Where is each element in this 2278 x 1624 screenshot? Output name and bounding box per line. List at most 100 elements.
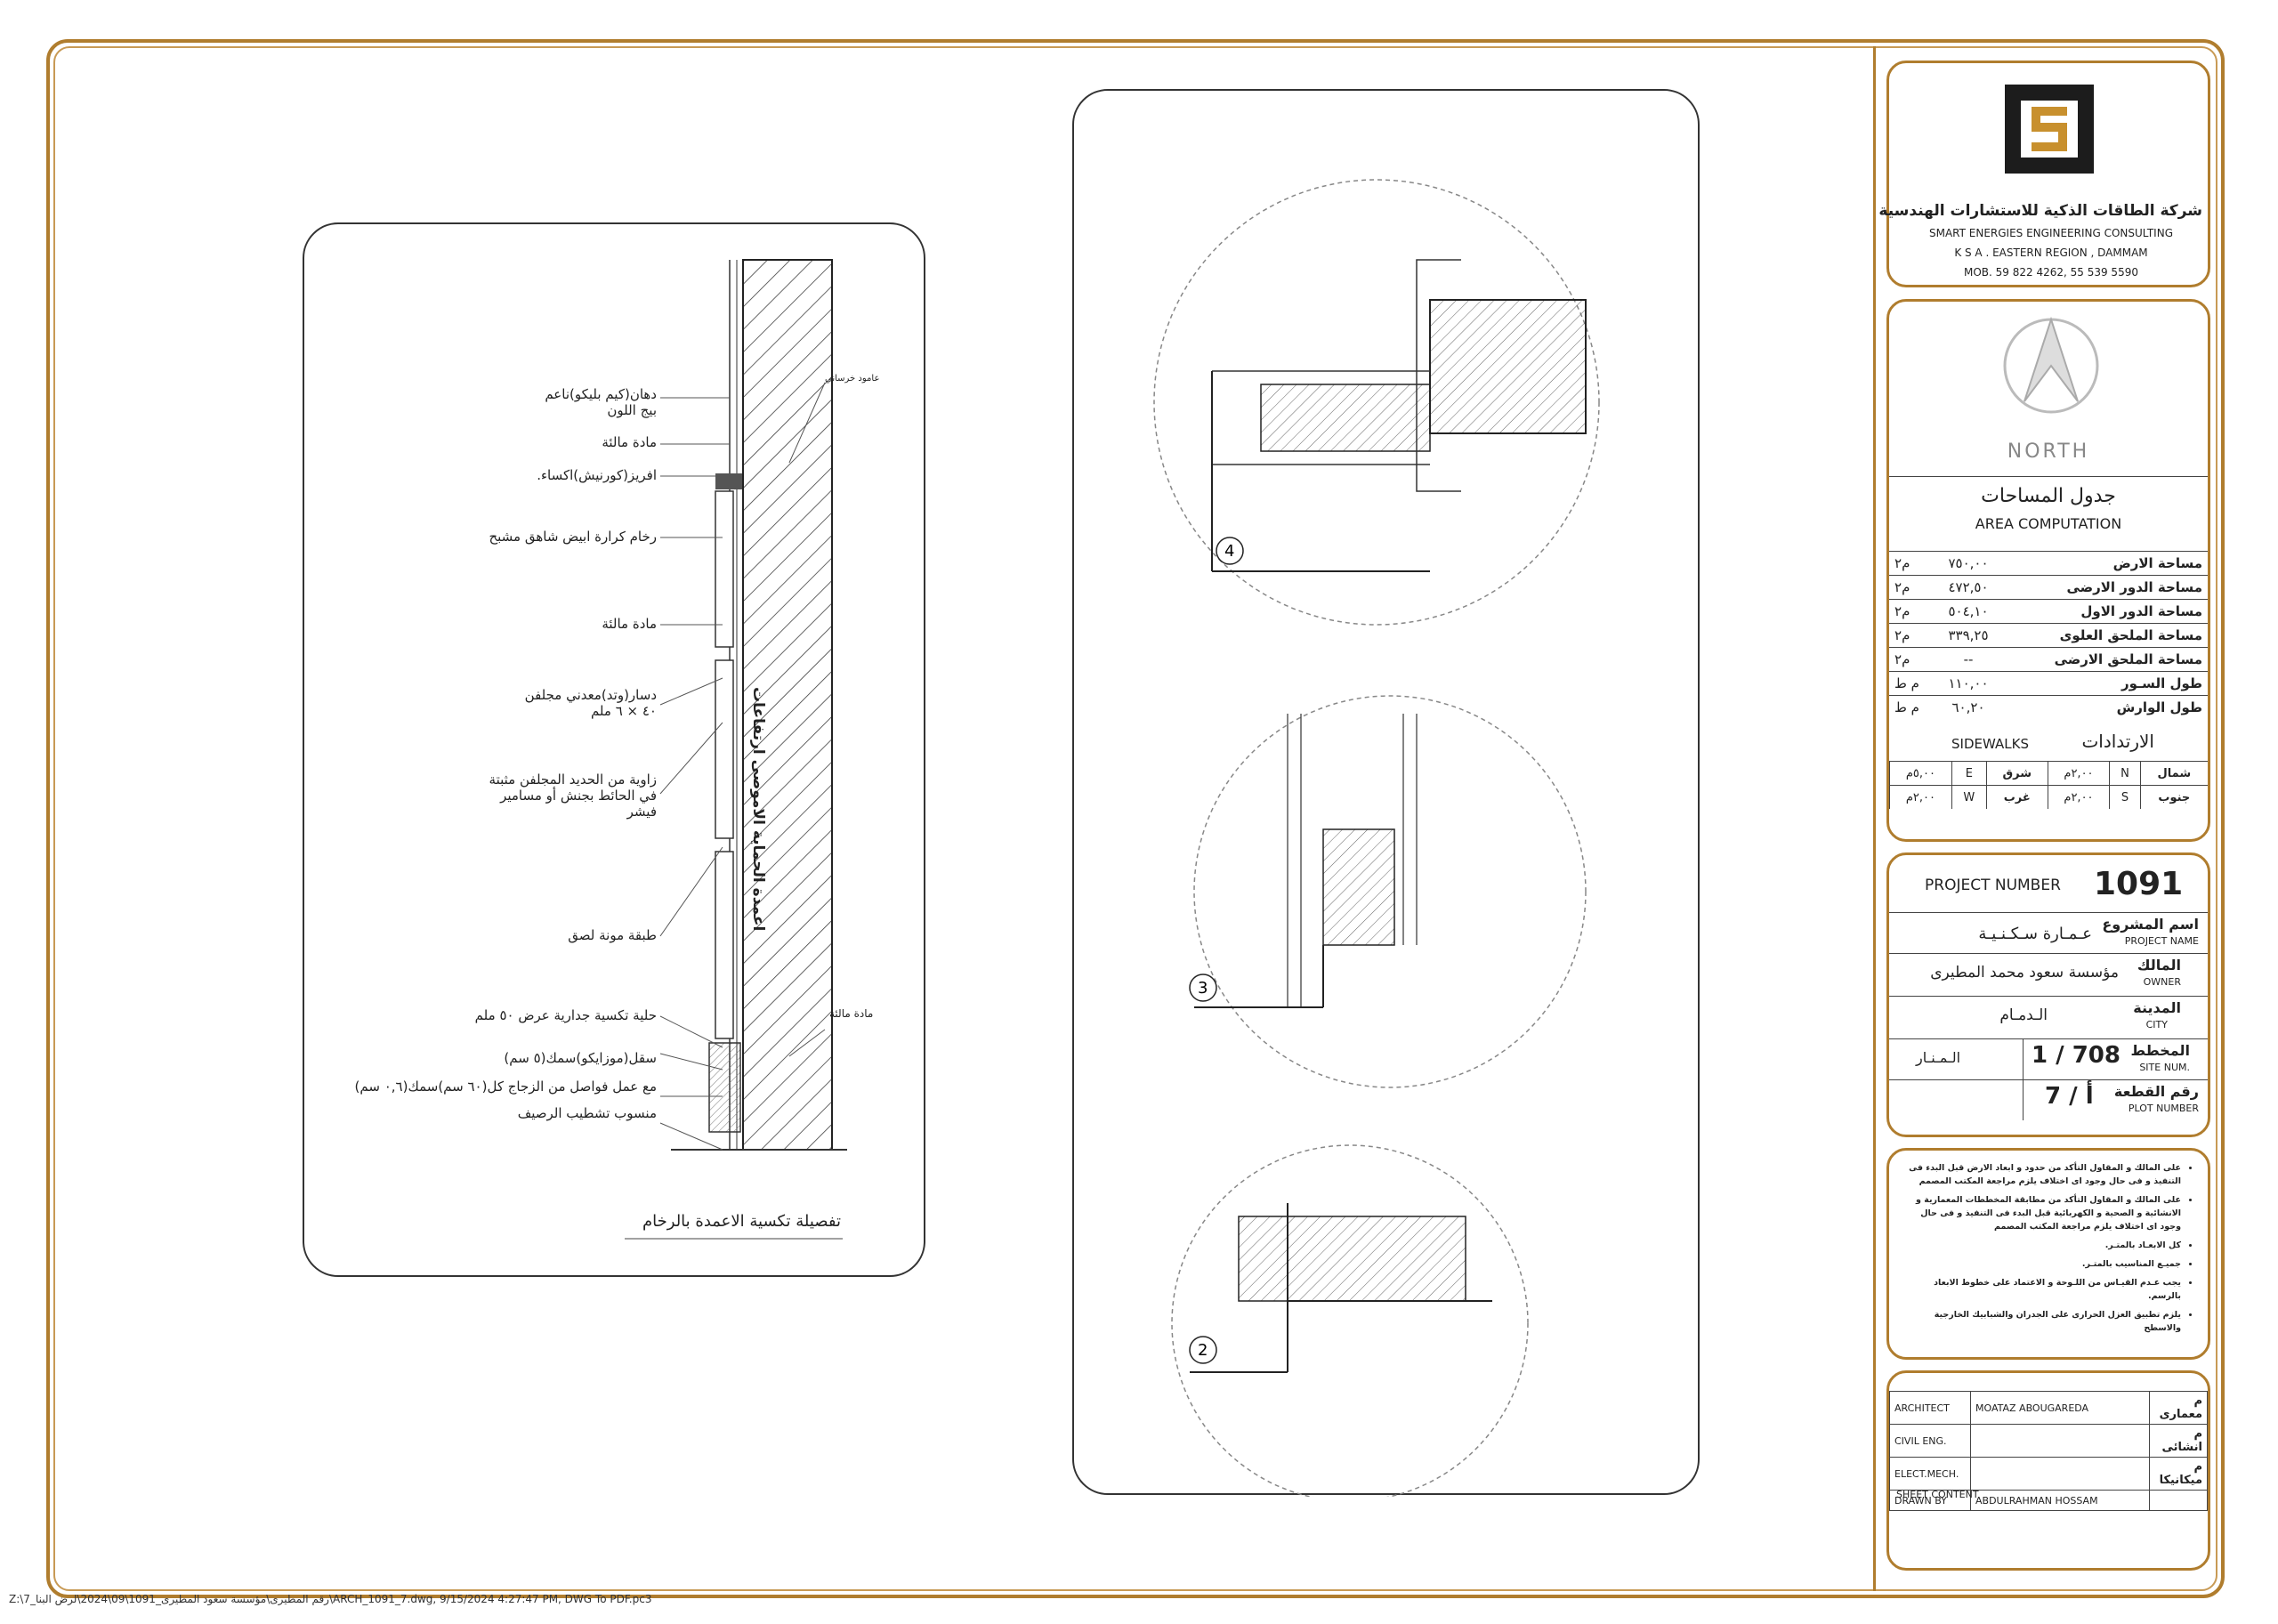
area-row-value: ٧٥٠,٠٠ [1935,551,2002,576]
joint-details-panel: 4 3 2 [1072,89,1700,1497]
area-title-en: AREA COMPUTATION [1975,515,2122,532]
city-label-ar: المدينة [2133,999,2181,1016]
site-label-ar: المخطط [2130,1042,2190,1059]
staff-name [1970,1457,2150,1491]
annotation-angle: زاوية من الحديد المجلفن مثبتة في الحائط … [489,772,657,820]
sidewalk-cell: غرب [1985,785,2048,809]
company-mobile: MOB. 59 822 4262, 55 539 5590 [1964,266,2138,279]
district-name: الـمـنـار [1916,1049,1961,1066]
plot-number: 7 / أ [2045,1083,2094,1110]
company-region: K S A . EASTERN REGION , DAMMAM [1954,246,2148,259]
inner-frame [53,46,2217,1591]
owner-label-ar: المالك [2137,957,2181,974]
north-arrow-icon [2003,316,2099,414]
area-row: مساحة الملحق الارضى--م٢ [1889,647,2208,672]
sidewalk-cell: W [1951,785,1987,809]
detail-number-3: 3 [1198,979,1208,998]
area-row-value: ٦٠,٢٠ [1935,695,2002,719]
annotation-marble: رخام كرارة ابيض شاهق مشبح [489,529,657,545]
north-label: NORTH [2007,440,2090,463]
column-cladding-section-drawing [625,259,847,1240]
project-name-label-ar: اسم المشروع [2102,916,2199,933]
staff-row: CIVIL ENG. م انشائى [1889,1424,2208,1458]
area-row-unit: م٢ [1889,647,1935,672]
annotation-sidewalk-level: منسوب تشطيب الرصيف [517,1105,657,1121]
company-logo [2005,85,2094,174]
area-row-value: ٥٠٤,١٠ [1935,599,2002,624]
area-row-label: مساحة الدور الاول [2001,599,2208,624]
city-name: الـدمـام [1999,1006,2048,1024]
sidewalk-cell: شرق [1985,761,2048,786]
notes-box: على المالك و المقاول التأكد من حدود و اب… [1886,1148,2210,1360]
title-block-divider [1873,46,1876,1591]
staff-role-ar: م ميكانيكا [2149,1457,2208,1491]
note-item: كل الابعـاد بالمتـر. [1898,1239,2181,1252]
area-row-value: ٣٣٩,٢٥ [1935,623,2002,648]
detail-number-2: 2 [1198,1341,1208,1360]
staff-role: ELECT.MECH. [1889,1457,1971,1491]
label-vertical-note: اعمدة الحماية الاموصى ارتفاعات [749,687,767,932]
sidewalk-cell: ٢,٠٠م [1889,785,1952,809]
annotation-cornice: افريز(كورنيش)اكساء. [537,467,657,483]
detail-title: تفصيلة تكسية الاعمدة بالرخام [642,1212,841,1231]
staff-name: ABDULRAHMAN HOSSAM [1970,1490,2150,1511]
staff-row: ELECT.MECH. م ميكانيكا [1889,1457,2208,1491]
annotation-glass-joints: مع عمل فواصل من الزجاج كل(٦٠ سم)سمك(٠,٦ … [354,1079,657,1095]
staff-role-ar [2149,1490,2208,1511]
staff-name [1970,1424,2150,1458]
label-concrete-column: عامود خرساني [825,374,880,384]
sidewalk-cell: شمال [2139,761,2208,786]
file-path-footer: Z:\7_رقم المطيرى\مؤسسة سعود المطيرى_1091… [9,1593,652,1605]
column-cladding-detail-panel: دهان(كيم بليكو)ناعم بيج اللون مادة مالئة… [303,222,925,1277]
note-item: يلزم تطبيق العزل الحرارى على الجدران وال… [1898,1308,2181,1335]
detail-number-4: 4 [1224,542,1234,561]
sidewalk-cell: S [2109,785,2141,809]
sidewalks-title-ar: الارتدادات [2081,731,2154,752]
notes-list: على المالك و المقاول التأكد من حدود و اب… [1898,1161,2193,1335]
sidewalks-title-en: SIDEWALKS [1951,736,2029,752]
sidewalk-cell: جنوب [2139,785,2208,809]
annotation-mortar: طبقة مونة لصق [568,927,657,943]
label-filler-right: مادة مالئة [829,1007,874,1020]
site-number: 1 / 708 [2032,1042,2120,1069]
project-box: PROJECT NUMBER 1091 اسم المشروع PROJECT … [1886,852,2210,1137]
annotation-dowel: دسار(وتد)معدني مجلفن ٤٠ × ٦ ملم [524,687,657,719]
area-row-label: مساحة الملحق العلوى [2001,623,2208,648]
area-title-ar: جدول المساحات [1981,485,2116,507]
area-row-unit: م ط [1889,695,1935,719]
city-label-en: CITY [2145,1019,2168,1030]
area-row-value: ١١٠,٠٠ [1935,671,2002,696]
sidewalk-cell: E [1951,761,1987,786]
project-number-label: PROJECT NUMBER [1925,877,2061,894]
outer-frame [46,39,2225,1598]
annotation-paint: دهان(كيم بليكو)ناعم بيج اللون [545,386,657,418]
staff-role-ar: م انشائى [2149,1424,2208,1458]
staff-role-ar: م معمارى [2149,1391,2208,1425]
site-label-en: SITE NUM. [2139,1062,2190,1073]
sidewalk-cell: ٢,٠٠م [2047,785,2110,809]
staff-role: CIVIL ENG. [1889,1424,1971,1458]
company-name-en: SMART ENERGIES ENGINEERING CONSULTING [1928,227,2173,239]
project-name: عـمـارة سـكـنـيـة [1978,925,2092,943]
area-row-unit: م٢ [1889,623,1935,648]
company-name-ar: شركة الطاقات الذكية للاستشارات الهندسية [1878,202,2202,220]
note-item: على المالك و المقاول التأكد من مطابقة ال… [1898,1193,2181,1233]
annotation-filler-2: مادة مالئة [602,616,657,632]
area-row-label: مساحة الدور الارضى [2001,575,2208,600]
sidewalk-cell: ٢,٠٠م [2047,761,2110,786]
annotation-filler-1: مادة مالئة [602,434,657,450]
project-number: 1091 [2094,866,2184,902]
area-row-label: مساحة الملحق الارضى [2001,647,2208,672]
area-row-label: طول الوارش [2001,695,2208,719]
plot-label-en: PLOT NUMBER [2128,1103,2199,1114]
